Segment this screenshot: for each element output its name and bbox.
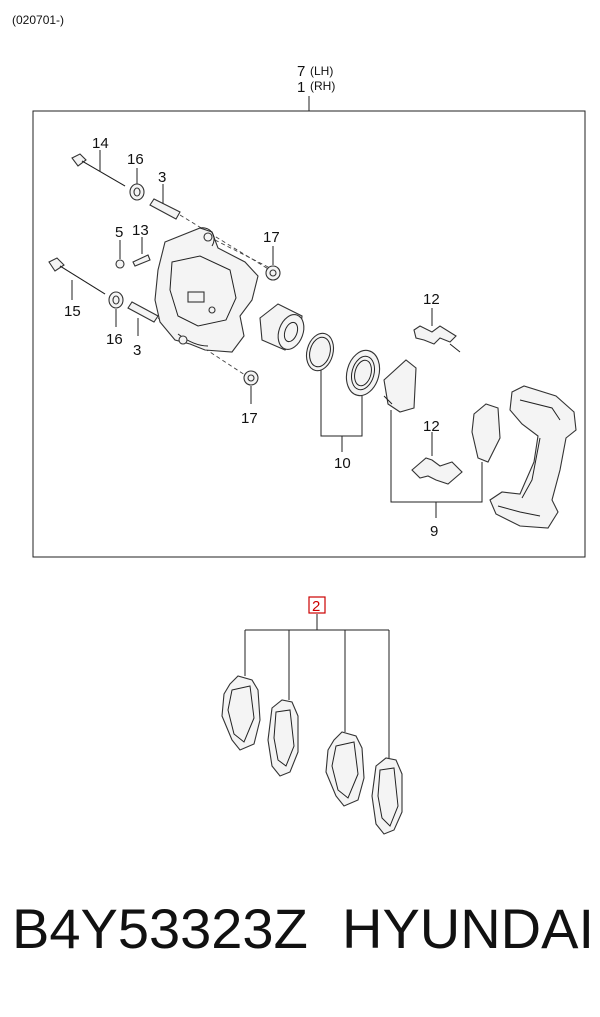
callout-17-lower: 17 <box>241 410 258 427</box>
pad-set-highlight-box[interactable] <box>308 596 326 614</box>
part-number: B4Y53323Z <box>12 897 308 960</box>
catalog-code: (020701-) <box>12 13 64 27</box>
callout-16-lower: 16 <box>106 331 123 348</box>
brake-pad-1[interactable] <box>221 675 261 751</box>
guide-bolt-upper[interactable] <box>71 153 126 187</box>
callout-3-lower: 3 <box>133 342 141 359</box>
callout-17-upper: 17 <box>263 229 280 246</box>
pad-clip-lower[interactable] <box>411 457 463 485</box>
callout-14: 14 <box>92 135 109 152</box>
callout-12-lower: 12 <box>423 418 440 435</box>
pad-clip-upper[interactable] <box>413 325 461 353</box>
piston-seal[interactable] <box>303 330 338 373</box>
guide-boot-upper[interactable] <box>129 183 145 201</box>
callout-9: 9 <box>430 523 438 540</box>
caliper-piston[interactable] <box>259 303 308 353</box>
callout-3-upper: 3 <box>158 169 166 186</box>
caliper-body[interactable] <box>154 227 259 353</box>
callout-10: 10 <box>334 455 351 472</box>
callout-2: 2 <box>312 598 320 615</box>
assembly-suffix-rh: (RH) <box>310 79 335 93</box>
brake-pad-4[interactable] <box>371 757 403 835</box>
callout-16-upper: 16 <box>127 151 144 168</box>
assembly-number-rh: 1 <box>297 79 305 96</box>
guide-sleeve-upper[interactable] <box>149 198 181 220</box>
bleed-cap[interactable] <box>115 259 125 269</box>
guide-boot-lower[interactable] <box>108 291 124 309</box>
footer-caption: B4Y53323Z HYUNDAI <box>0 896 600 976</box>
assembly-number-lh: 7 <box>297 63 305 80</box>
callout-12-upper: 12 <box>423 291 440 308</box>
assembly-suffix-lh: (LH) <box>310 64 333 78</box>
dust-cap-upper[interactable] <box>265 265 281 281</box>
guide-sleeve-lower[interactable] <box>127 301 159 323</box>
caliper-bracket[interactable] <box>489 385 577 529</box>
callout-5: 5 <box>115 224 123 241</box>
exploded-parts-diagram: (020701-) 7 (LH) 1 (RH) 14 16 3 5 13 15 <box>12 13 586 835</box>
dust-cap-lower[interactable] <box>243 370 259 386</box>
outer-shim[interactable] <box>471 403 501 463</box>
piston-boot[interactable] <box>342 347 385 400</box>
caliper-assembly-frame <box>32 110 586 558</box>
callout-15: 15 <box>64 303 81 320</box>
guide-bolt-lower[interactable] <box>48 257 106 295</box>
brand-name: HYUNDAI <box>342 897 595 960</box>
brake-pad-3[interactable] <box>325 731 365 807</box>
anti-squeal-shim[interactable] <box>383 359 417 413</box>
bleed-screw[interactable] <box>132 254 151 267</box>
brake-pad-2[interactable] <box>267 699 299 777</box>
callout-13: 13 <box>132 222 149 239</box>
